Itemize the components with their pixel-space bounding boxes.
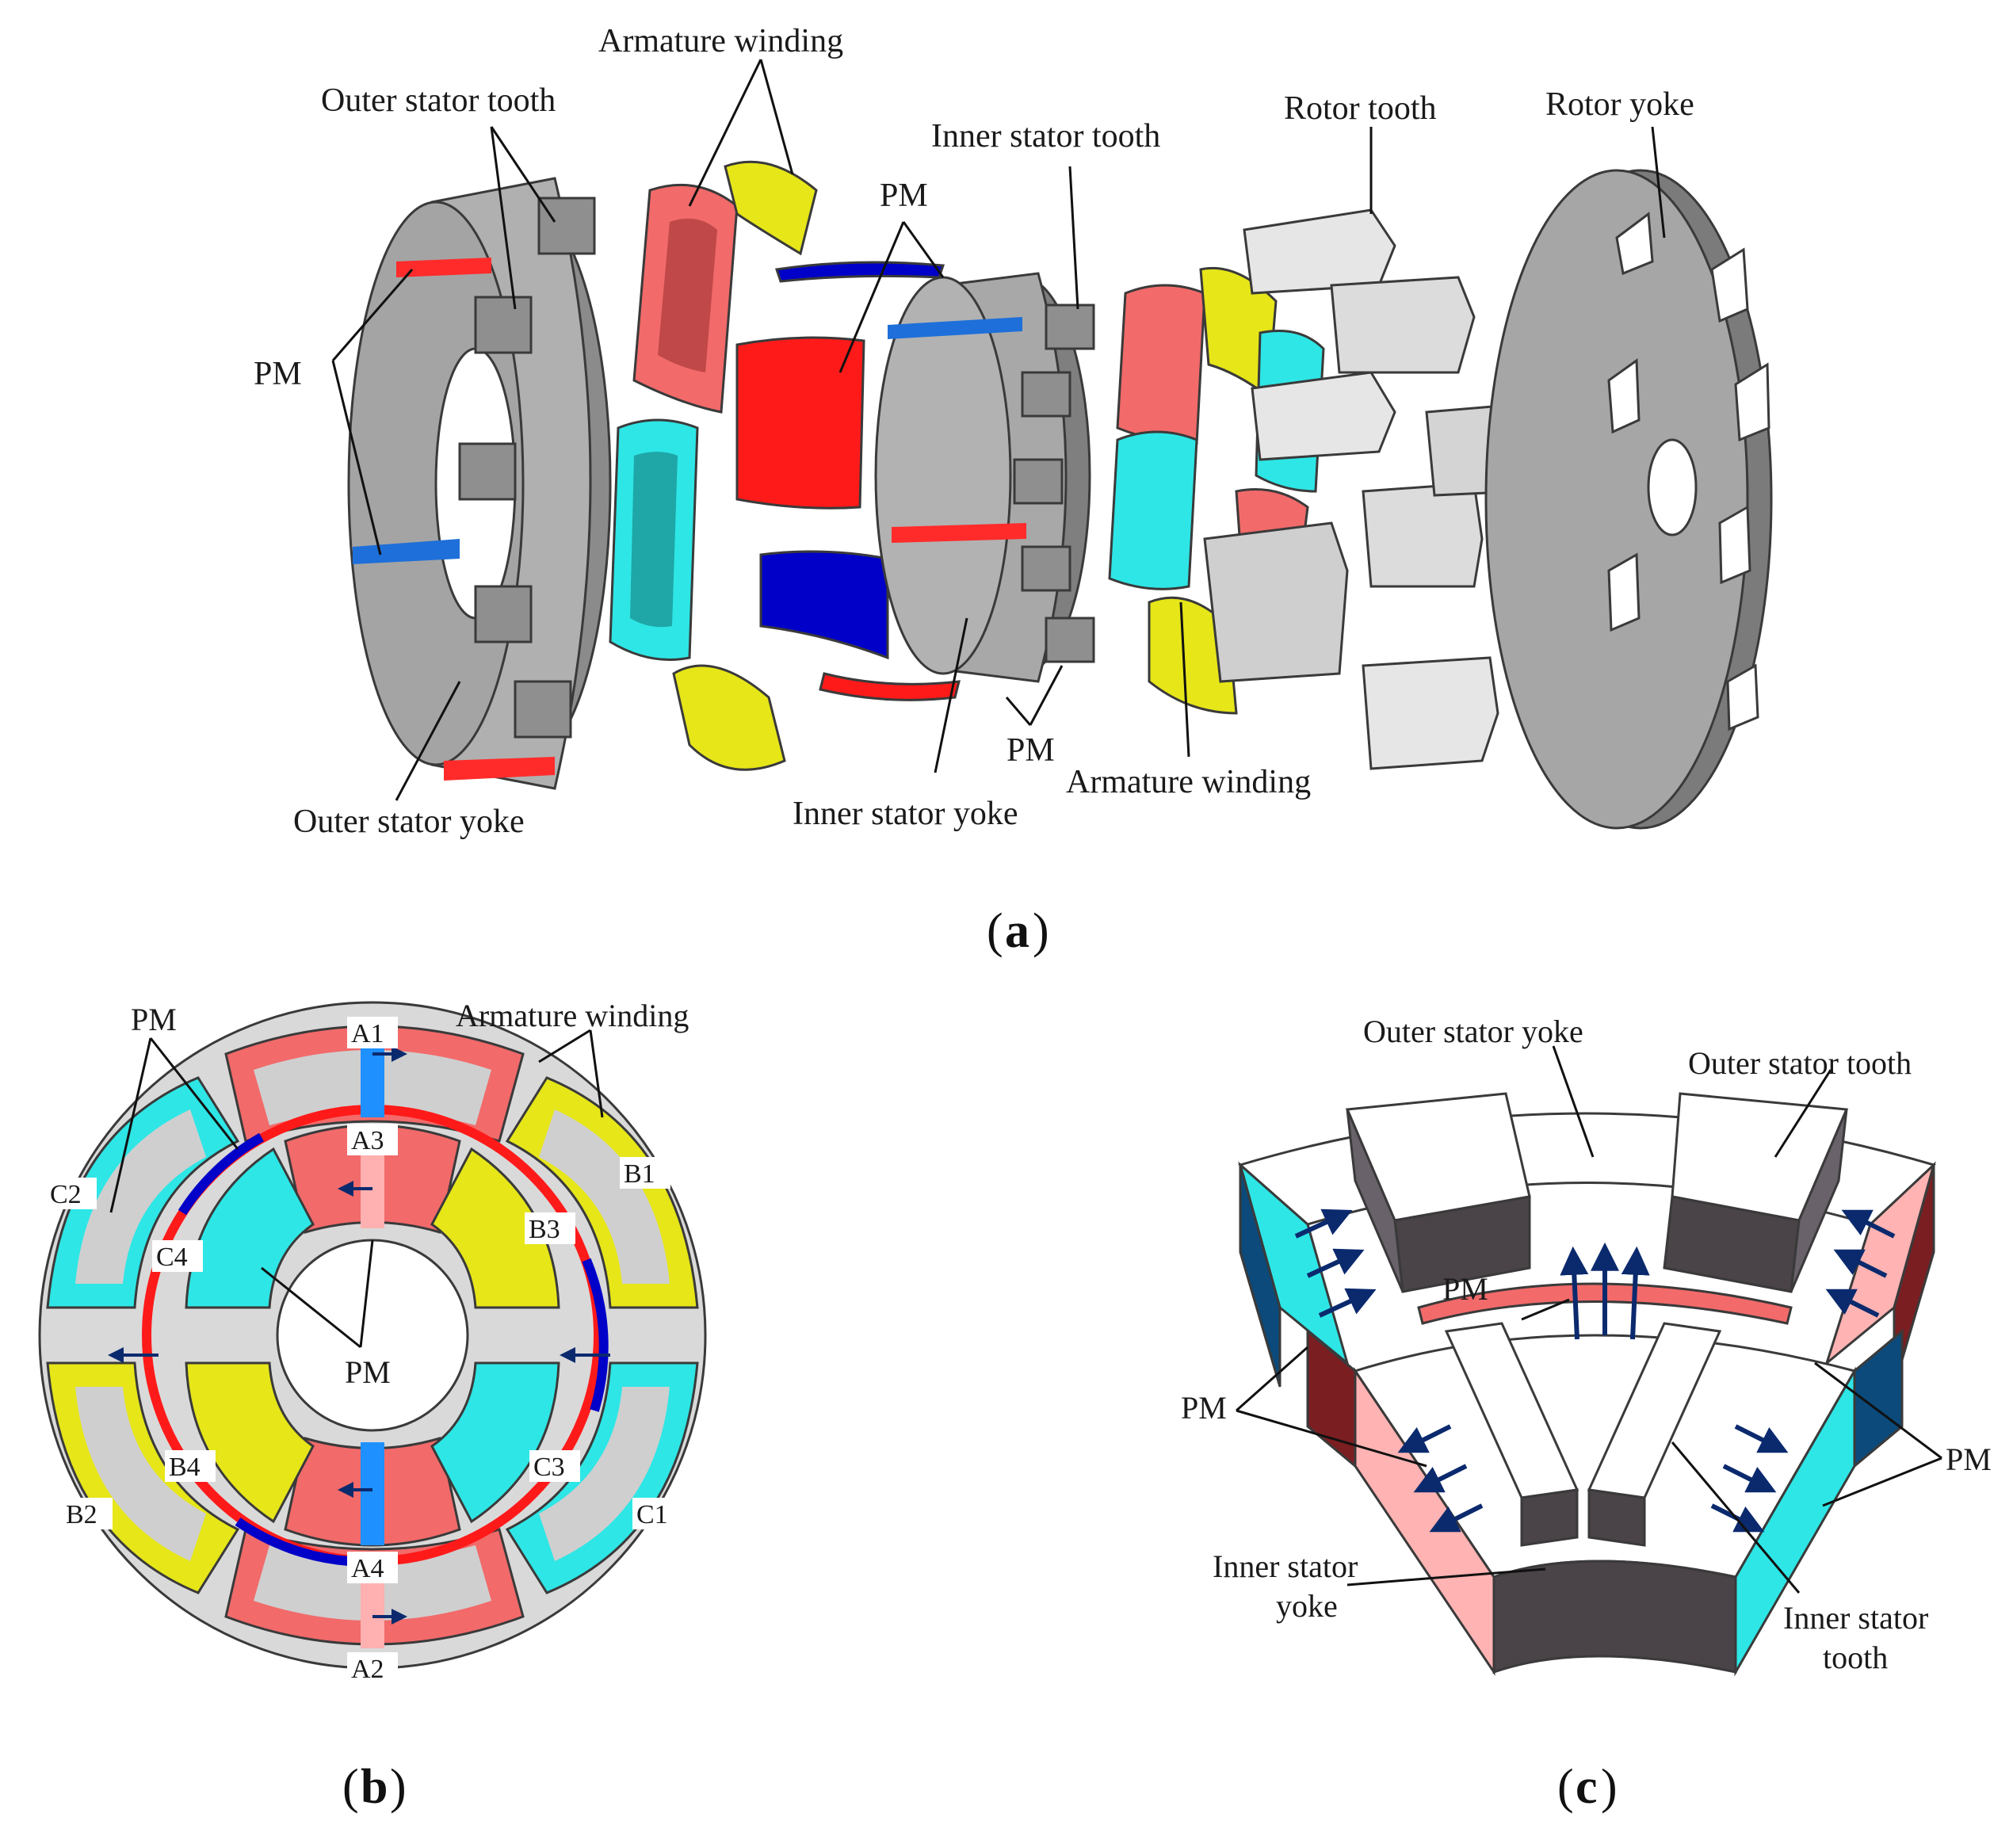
label-c-pm-left: PM <box>1181 1390 1227 1426</box>
label-b-pm-top: PM <box>131 1002 177 1037</box>
caption-b: ( b ) <box>342 1760 407 1814</box>
tag-b1: B1 <box>624 1159 655 1189</box>
pm-red-inner <box>892 523 1026 543</box>
label-c-inner-stator-tooth-line2: tooth <box>1823 1640 1888 1675</box>
label-c-outer-stator-yoke: Outer stator yoke <box>1363 1014 1583 1049</box>
label-armature-winding-top: Armature winding <box>598 23 843 59</box>
coil-tags: A1 A2 A3 A4 B1 B2 B3 B4 C1 C2 C3 C4 <box>46 1017 683 1684</box>
inner-segment-c <box>1306 1322 1904 1677</box>
caption-a: ( a ) <box>987 904 1049 958</box>
tag-c2: C2 <box>50 1180 82 1209</box>
label-b-armature-winding: Armature winding <box>456 998 689 1033</box>
pm-ring-blue-2 <box>582 1258 609 1412</box>
panel-a-exploded-view: Armature winding Outer stator tooth PM I… <box>254 23 1773 958</box>
outer-stator-teeth <box>458 197 596 739</box>
pm-slot-a4 <box>361 1442 384 1545</box>
tag-a3: A3 <box>351 1126 384 1155</box>
tag-b4: B4 <box>169 1453 201 1482</box>
panel-b-leader-lines <box>109 1029 604 1349</box>
pm-red-outer-1 <box>396 258 491 277</box>
central-bore <box>276 1239 469 1432</box>
label-inner-stator-tooth: Inner stator tooth <box>931 118 1160 155</box>
label-c-inner-stator-yoke-line2: yoke <box>1276 1588 1338 1624</box>
panel-c-arrows <box>1294 1208 1896 1533</box>
svg-text:(: ( <box>1557 1760 1574 1814</box>
rotor-shaft-hole <box>1647 438 1698 536</box>
label-c-inner-stator-yoke-line1: Inner stator <box>1213 1548 1358 1584</box>
label-armature-winding-bottom: Armature winding <box>1066 764 1311 800</box>
tag-c4: C4 <box>156 1243 188 1272</box>
label-pm-left: PM <box>254 356 302 392</box>
svg-text:(: ( <box>342 1760 359 1814</box>
caption-c-letter: c <box>1576 1760 1598 1814</box>
label-rotor-tooth: Rotor tooth <box>1284 90 1437 127</box>
pm-blue-inner <box>888 317 1022 339</box>
svg-text:): ) <box>1033 904 1049 958</box>
tag-b2: B2 <box>66 1500 97 1529</box>
rotor-yoke <box>1484 169 1773 830</box>
svg-text:(: ( <box>987 904 1003 958</box>
tag-c1: C1 <box>636 1500 668 1529</box>
panel-a-leader-lines <box>331 59 1666 801</box>
inner-coils <box>185 1124 560 1547</box>
label-pm-bottom: PM <box>1006 732 1055 769</box>
label-outer-stator-tooth: Outer stator tooth <box>321 82 556 119</box>
panel-b-cross-section: A1 A2 A3 A4 B1 B2 B3 B4 C1 C2 C3 C4 <box>38 998 707 1814</box>
label-c-outer-stator-tooth: Outer stator tooth <box>1688 1045 1912 1081</box>
svg-text:): ) <box>390 1760 407 1814</box>
pm-ring-blue-1 <box>178 1132 264 1216</box>
tag-b3: B3 <box>529 1215 560 1244</box>
pm-arc-center <box>1417 1282 1793 1325</box>
pm-middle <box>735 261 961 701</box>
panel-c-segment: Outer stator yoke Outer stator tooth PM … <box>1181 1014 1992 1814</box>
label-outer-stator-yoke: Outer stator yoke <box>293 804 525 840</box>
label-pm-top: PM <box>880 178 928 214</box>
rotor-teeth <box>1203 208 1531 770</box>
tag-a4: A4 <box>351 1554 384 1583</box>
tag-a2: A2 <box>351 1655 384 1684</box>
caption-a-letter: a <box>1005 904 1029 958</box>
label-c-pm-right: PM <box>1946 1441 1992 1477</box>
label-inner-stator-yoke: Inner stator yoke <box>793 796 1018 832</box>
inner-stator-teeth <box>1013 304 1095 663</box>
caption-c: ( c ) <box>1557 1760 1618 1814</box>
pm-ring-blue-3 <box>235 1518 350 1566</box>
svg-text:): ) <box>1601 1760 1618 1814</box>
label-c-pm-center: PM <box>1442 1271 1488 1307</box>
label-rotor-yoke: Rotor yoke <box>1545 86 1694 123</box>
armature-coils-1 <box>609 160 818 771</box>
pm-blue-outer-1 <box>353 539 460 564</box>
pm-red-outer-2 <box>444 757 555 781</box>
label-c-inner-stator-tooth-line1: Inner stator <box>1783 1600 1928 1636</box>
panel-b-arrows <box>108 1046 610 1625</box>
label-b-pm-center: PM <box>345 1354 391 1390</box>
caption-b-letter: b <box>361 1760 388 1814</box>
tag-a1: A1 <box>351 1019 384 1048</box>
tag-c3: C3 <box>533 1453 565 1482</box>
panel-c-leader-lines <box>1236 1045 1942 1594</box>
outer-teeth-c <box>1345 1092 1849 1293</box>
